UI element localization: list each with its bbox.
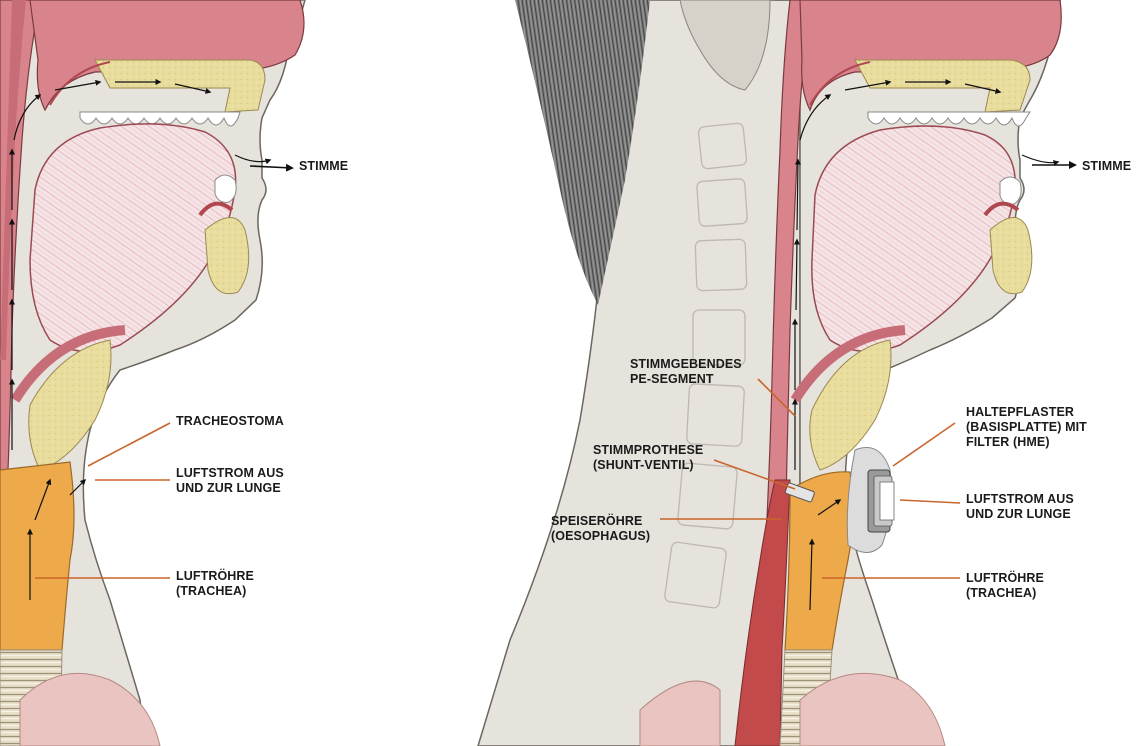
left-airflow-line-2: UND ZUR LUNGE bbox=[176, 481, 284, 496]
right-airflow-line-2: UND ZUR LUNGE bbox=[966, 507, 1074, 522]
right-prosthesis-label: STIMMPROTHESE (SHUNT-VENTIL) bbox=[593, 443, 703, 473]
left-lung bbox=[20, 673, 160, 746]
left-trachea-label: LUFTRÖHRE (TRACHEA) bbox=[176, 569, 254, 599]
right-voice-label: STIMME bbox=[1082, 159, 1131, 174]
right-prosthesis-line-2: (SHUNT-VENTIL) bbox=[593, 458, 703, 473]
right-trachea-line-2: (TRACHEA) bbox=[966, 586, 1044, 601]
right-airflow-line-1: LUFTSTROM AUS bbox=[966, 492, 1074, 507]
right-airflow-label: LUFTSTROM AUS UND ZUR LUNGE bbox=[966, 492, 1074, 522]
left-head-figure bbox=[0, 0, 305, 746]
right-airflow-line bbox=[900, 500, 960, 503]
right-hme-line-1: HALTEPFLASTER bbox=[966, 405, 1087, 420]
right-hme-line-2: (BASISPLATTE) MIT bbox=[966, 420, 1087, 435]
right-trachea-line-1: LUFTRÖHRE bbox=[966, 571, 1044, 586]
left-tracheostoma-line bbox=[88, 423, 170, 466]
right-prosthesis-line-1: STIMMPROTHESE bbox=[593, 443, 703, 458]
right-esophagus-label: SPEISERÖHRE (OESOPHAGUS) bbox=[551, 514, 650, 544]
left-trachea bbox=[0, 462, 74, 650]
right-pe-line-2: PE-SEGMENT bbox=[630, 372, 742, 387]
hme-filter bbox=[868, 470, 894, 532]
left-airflow-line-1: LUFTSTROM AUS bbox=[176, 466, 284, 481]
right-hme-label: HALTEPFLASTER (BASISPLATTE) MIT FILTER (… bbox=[966, 405, 1087, 450]
right-lung bbox=[800, 673, 945, 746]
left-trachea-line-1: LUFTRÖHRE bbox=[176, 569, 254, 584]
left-trachea-line-2: (TRACHEA) bbox=[176, 584, 254, 599]
right-pe-segment-label: STIMMGEBENDES PE-SEGMENT bbox=[630, 357, 742, 387]
left-tracheostoma-label: TRACHEOSTOMA bbox=[176, 414, 284, 429]
right-hme-line bbox=[893, 423, 955, 466]
right-trachea-label: LUFTRÖHRE (TRACHEA) bbox=[966, 571, 1044, 601]
left-voice-label: STIMME bbox=[299, 159, 348, 174]
right-esophagus-line-1: SPEISERÖHRE bbox=[551, 514, 650, 529]
right-hme-line-3: FILTER (HME) bbox=[966, 435, 1087, 450]
right-esophagus-line-2: (OESOPHAGUS) bbox=[551, 529, 650, 544]
right-pe-line-1: STIMMGEBENDES bbox=[630, 357, 742, 372]
left-airflow-label: LUFTSTROM AUS UND ZUR LUNGE bbox=[176, 466, 284, 496]
